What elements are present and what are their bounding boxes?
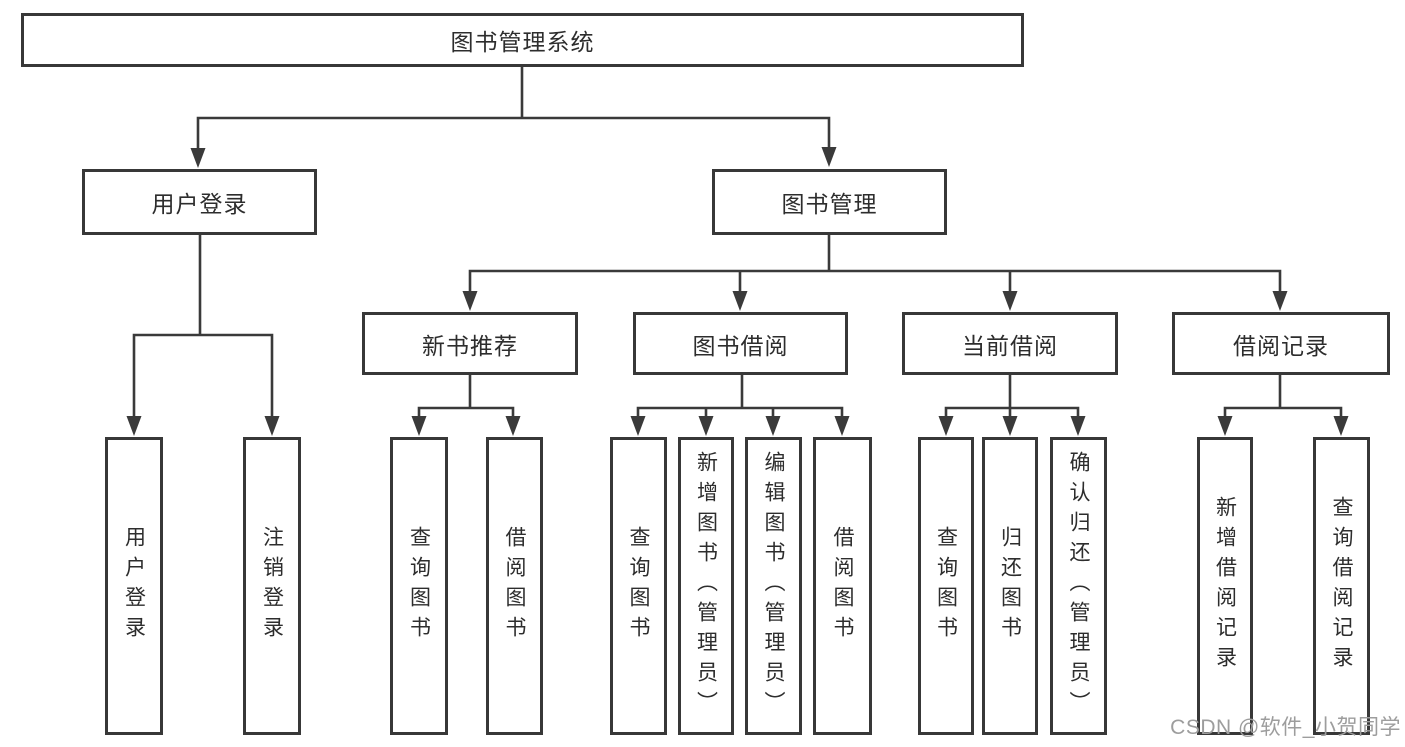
connector-book-mgmt-to-level2	[462, 233, 1288, 311]
connector-book-borrow-to-leaves	[630, 373, 850, 436]
leaf-return-book-label: 归还图书	[998, 526, 1022, 646]
node-root-label: 图书管理系统	[450, 29, 595, 55]
node-current-borrow-label: 当前借阅	[962, 332, 1058, 359]
connector-user-login-to-leaves	[126, 233, 280, 436]
node-borrow-record: 借阅记录	[1172, 312, 1390, 375]
node-book-mgmt-label: 图书管理	[781, 191, 878, 217]
leaf-query-book-2: 查询图书	[610, 437, 667, 735]
node-book-borrow-label: 图书借阅	[692, 332, 789, 359]
node-borrow-record-label: 借阅记录	[1233, 332, 1329, 359]
leaf-borrow-book-2-label: 借阅图书	[831, 526, 854, 646]
leaf-edit-book-admin: 编辑图书（管理员）	[745, 437, 802, 735]
connector-current-borrow-to-leaves	[938, 373, 1086, 436]
leaf-borrow-book-1: 借阅图书	[486, 437, 543, 735]
leaf-logout-label: 注销登录	[260, 526, 284, 646]
node-new-book-rec: 新书推荐	[362, 312, 578, 375]
node-book-borrow: 图书借阅	[633, 312, 848, 375]
leaf-query-book-1-label: 查询图书	[407, 526, 431, 646]
leaf-query-book-2-label: 查询图书	[627, 526, 650, 646]
leaf-add-borrow-record: 新增借阅记录	[1197, 437, 1253, 735]
node-user-login: 用户登录	[82, 169, 317, 235]
node-user-login-label: 用户登录	[151, 191, 248, 217]
connector-new-book-to-leaves	[411, 373, 521, 436]
leaf-add-book-admin: 新增图书（管理员）	[678, 437, 734, 735]
leaf-query-borrow-record-label: 查询借阅记录	[1330, 496, 1353, 676]
leaf-confirm-return-admin: 确认归还（管理员）	[1050, 437, 1107, 735]
node-root: 图书管理系统	[21, 13, 1024, 67]
connector-borrow-record-to-leaves	[1217, 373, 1349, 436]
leaf-logout: 注销登录	[243, 437, 301, 735]
leaf-return-book: 归还图书	[982, 437, 1038, 735]
connector-root-to-level1	[190, 65, 837, 168]
node-current-borrow: 当前借阅	[902, 312, 1118, 375]
leaf-borrow-book-1-label: 借阅图书	[503, 526, 526, 646]
node-book-mgmt: 图书管理	[712, 169, 947, 235]
leaf-query-borrow-record: 查询借阅记录	[1313, 437, 1370, 735]
leaf-edit-book-admin-label: 编辑图书（管理员）	[762, 451, 785, 721]
leaf-user-login-label: 用户登录	[122, 526, 146, 646]
node-new-book-rec-label: 新书推荐	[422, 332, 518, 359]
leaf-borrow-book-2: 借阅图书	[813, 437, 872, 735]
leaf-add-borrow-record-label: 新增借阅记录	[1213, 496, 1237, 676]
leaf-query-book-1: 查询图书	[390, 437, 448, 735]
leaf-user-login: 用户登录	[105, 437, 163, 735]
leaf-query-book-3: 查询图书	[918, 437, 974, 735]
leaf-add-book-admin-label: 新增图书（管理员）	[694, 451, 718, 721]
csdn-watermark: CSDN @软件_小贺同学	[1170, 716, 1401, 739]
leaf-confirm-return-admin-label: 确认归还（管理员）	[1067, 451, 1090, 721]
leaf-query-book-3-label: 查询图书	[934, 526, 958, 646]
